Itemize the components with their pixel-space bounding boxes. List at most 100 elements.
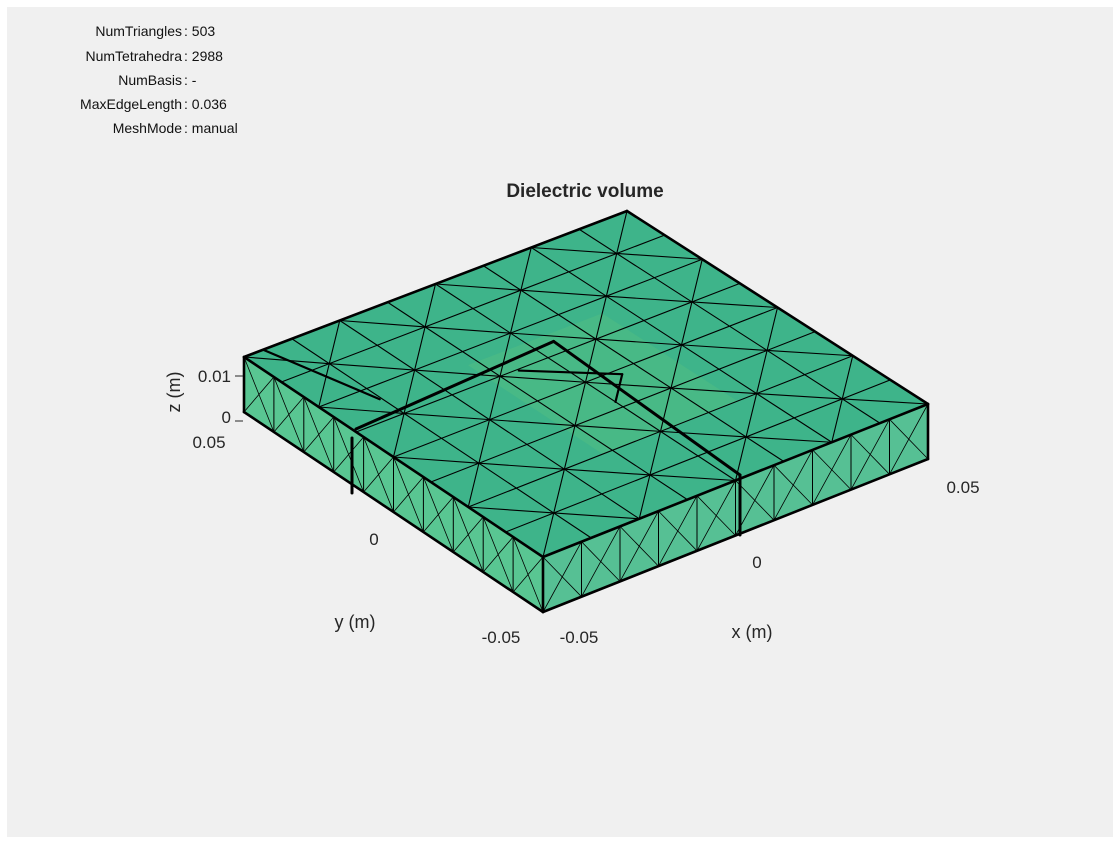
x-axis-label: x (m) [732,622,773,642]
y-tick-label: 0.05 [192,433,225,452]
strip-edge [552,339,742,477]
mesh-edge [328,363,416,371]
z-tick-label: 0.01 [198,367,231,386]
side-mesh-edge [619,510,659,582]
x-tick-label: -0.05 [560,628,599,647]
side-mesh-edge [333,436,365,473]
mesh-edge [616,252,703,260]
mesh-edge [403,412,491,421]
mesh-edge [424,283,437,328]
mesh-edge [467,506,555,514]
mesh-edge [563,425,576,470]
side-mesh-edge [452,516,484,553]
mesh-edge [328,319,341,365]
mesh-edge [766,306,779,351]
plot-title: Dielectric volume [506,181,663,202]
feed-line [262,348,381,401]
info-value: : manual [184,120,238,136]
mesh-edge [680,301,693,346]
dielectric-box-faces [244,211,928,612]
side-mesh-edge [422,496,454,533]
x-tick-label: 0 [752,553,761,572]
mesh-edge [595,295,607,340]
mesh-edge [659,430,747,438]
info-value: : - [184,72,197,88]
info-row-maxedgelength: MaxEdgeLength : 0.036 [7,95,237,113]
mesh-edge [584,381,672,389]
strip-inner [517,369,624,376]
mesh-edge [424,326,512,334]
side-mesh-edge [542,541,582,613]
side-mesh-edge [850,418,890,491]
box-outline-edge [242,410,545,614]
mesh-edge [478,419,491,464]
box-outline-edge [625,209,930,406]
y-axis-label: y (m) [335,612,376,632]
strip-edge [354,339,556,431]
mesh-edge [574,425,662,432]
z-tick-label: 0 [222,408,231,427]
x-axis: -0.05 0 0.05 x (m) [560,478,980,647]
info-value: : 503 [184,23,216,39]
mesh-edge [530,246,618,255]
side-mesh-edge [363,456,394,493]
mesh-edge [670,387,758,395]
mesh-edge [318,363,330,408]
info-key: NumTriangles [95,23,182,39]
mesh-edge [505,379,891,533]
mesh-edge [430,331,816,483]
mesh-edge [488,419,576,427]
mesh-edge [756,349,768,395]
mesh-edge [659,387,672,432]
mesh-edge [745,436,833,443]
mesh-edge [553,512,640,520]
mesh-edge [766,349,854,357]
mesh-edge [542,512,555,558]
mesh-edge [574,381,587,427]
mesh-edge [482,265,785,462]
side-mesh-edge [393,476,424,513]
info-key: NumBasis [118,72,182,88]
side-mesh-edge [482,536,514,573]
z-axis-label: z (m) [164,372,184,413]
mesh-edge [478,462,565,470]
mesh-edge [499,332,512,377]
side-mesh-edge [889,403,929,475]
mesh-edge [691,258,703,303]
mesh-edge [578,228,881,424]
side-mesh-edge [243,376,275,413]
mesh-edge [605,295,693,303]
box-outline-edge [242,209,629,359]
mesh-edge [392,412,405,458]
side-mesh-edge [512,556,544,593]
z-axis: 0.01 0 z (m) [164,367,243,427]
mesh-edge [520,246,532,291]
mesh-edge [649,430,662,476]
mesh-edge [434,283,522,291]
mesh-edge [595,338,683,346]
box-outline [242,209,930,614]
side-mesh-edge [812,434,852,506]
box-outline-edge [541,402,930,559]
strip-inner [614,373,624,403]
side-mesh-edge [735,464,775,536]
mesh-edge [414,326,426,371]
info-row-meshmode: MeshMode : manual [7,119,238,137]
mesh-edge [670,344,683,389]
info-row-numbasis: NumBasis : - [7,71,237,89]
mesh-edge [467,462,480,508]
mesh-edge [756,393,843,400]
mesh-edge [499,375,587,383]
mesh-edge [841,355,854,400]
info-row-numtriangles: NumTriangles : 503 [7,22,237,40]
mesh-edge [488,375,501,421]
mesh-edge [318,406,405,414]
mesh-edge [605,252,618,297]
box-outline-edge [242,355,545,559]
y-axis: 0.05 0 -0.05 y (m) [192,433,520,647]
mesh-edge [691,301,779,309]
mesh-edge [553,468,565,514]
info-key: NumTetrahedra [85,48,183,64]
mesh-edge [616,210,628,255]
